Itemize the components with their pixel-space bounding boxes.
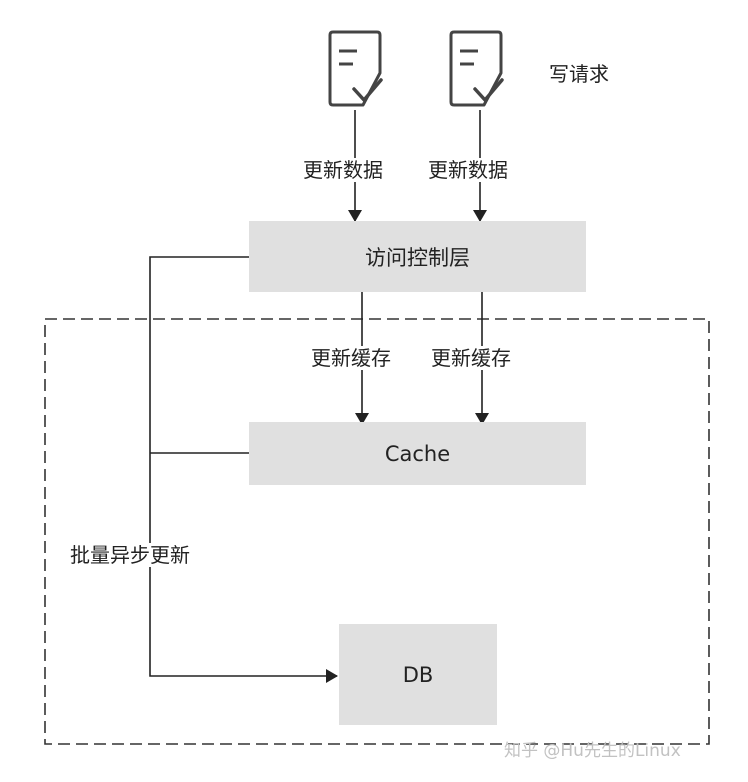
write-request-label: 写请求	[549, 62, 609, 86]
edge-label-update-cache-right: 更新缓存	[431, 346, 511, 370]
edge-batch-async-update	[149, 256, 338, 683]
document-check-icon	[328, 30, 383, 107]
access-control-layer-node: 访问控制层	[249, 221, 586, 292]
cache-node: Cache	[249, 422, 586, 485]
document-check-icon	[449, 30, 504, 107]
edge-label-batch-async-update: 批量异步更新	[70, 543, 190, 567]
edge-label-update-data-right: 更新数据	[428, 158, 508, 182]
edge-label-update-data-left: 更新数据	[303, 158, 383, 182]
edge-label-update-cache-left: 更新缓存	[311, 346, 391, 370]
db-node: DB	[339, 624, 497, 725]
dashed-boundary	[44, 318, 710, 745]
watermark: 知乎 @Hu先生的Linux	[504, 741, 681, 761]
